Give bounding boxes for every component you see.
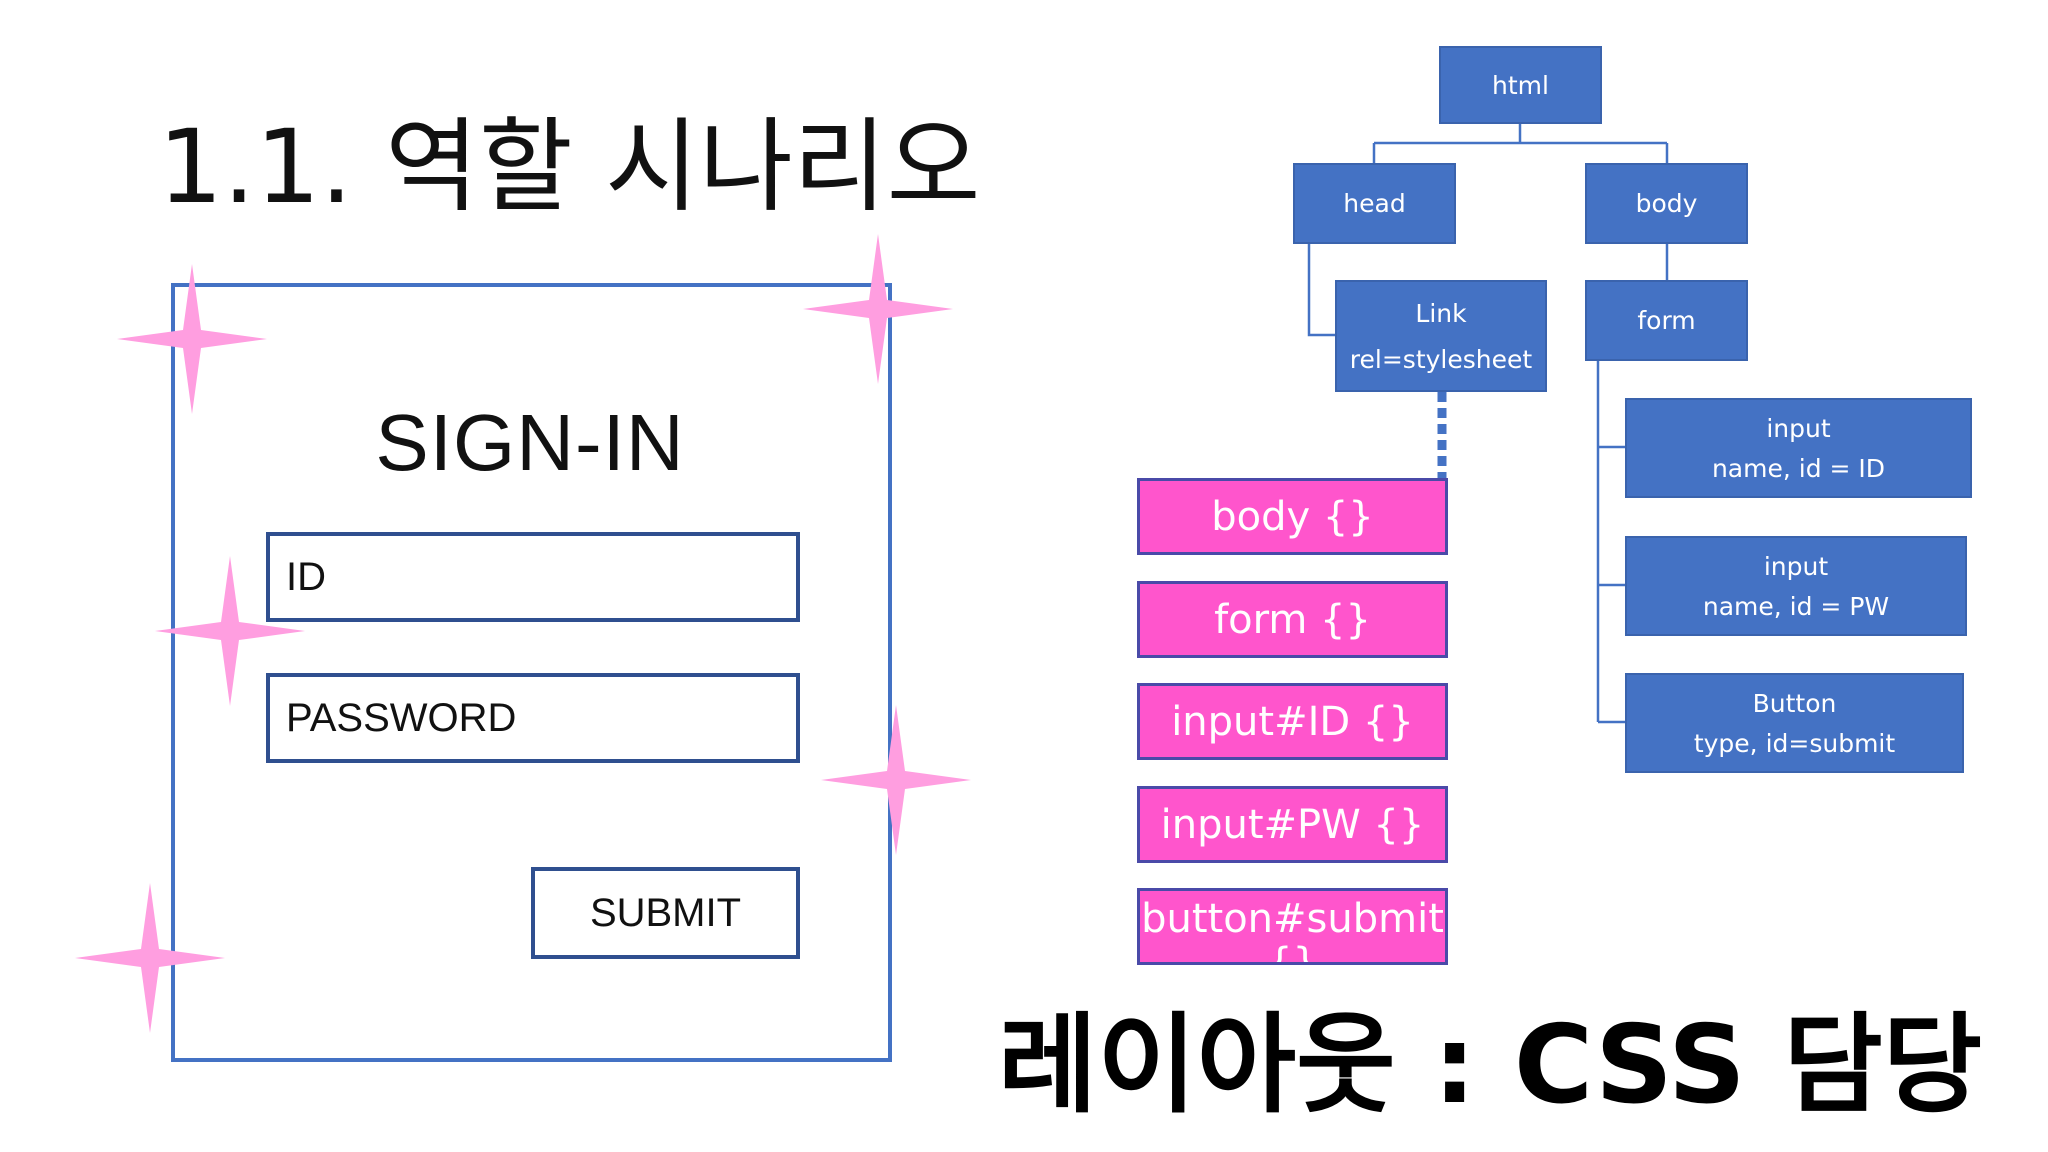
node-button-line2: type, id=submit xyxy=(1693,728,1896,758)
submit-button: SUBMIT xyxy=(531,867,800,959)
bottom-label: 레이아웃 : CSS 담당 xyxy=(998,1003,1983,1128)
css-rule-input-pw: input#PW {} xyxy=(1137,786,1448,863)
sparkle-icon xyxy=(155,556,305,706)
css-rule-form: form {} xyxy=(1137,581,1448,658)
node-link-line1: Link xyxy=(1415,298,1467,328)
id-field: ID xyxy=(266,532,800,622)
css-rule-body: body {} xyxy=(1137,478,1448,555)
node-html: html xyxy=(1439,46,1602,124)
node-button-line1: Button xyxy=(1752,688,1837,718)
node-input-pw: input name, id = PW xyxy=(1625,536,1967,636)
css-rule-button-line1: button#submit xyxy=(1141,896,1444,942)
node-input-id-line1: input xyxy=(1766,413,1831,443)
node-input-id-line2: name, id = ID xyxy=(1711,453,1886,483)
css-rule-button-line2: {} xyxy=(1267,940,1318,965)
signin-frame xyxy=(171,283,892,1062)
node-input-pw-line1: input xyxy=(1763,551,1829,581)
node-body: body xyxy=(1585,163,1748,244)
node-head: head xyxy=(1293,163,1456,244)
node-input-id: input name, id = ID xyxy=(1625,398,1972,498)
slide-title: 1.1. 역할 시나리오 xyxy=(158,108,981,227)
node-link: Link rel=stylesheet xyxy=(1335,280,1547,392)
sparkle-icon xyxy=(803,234,953,384)
node-button: Button type, id=submit xyxy=(1625,673,1964,773)
sparkle-icon xyxy=(821,705,971,855)
node-form: form xyxy=(1585,280,1748,361)
css-rule-input-id: input#ID {} xyxy=(1137,683,1448,760)
node-link-line2: rel=stylesheet xyxy=(1349,344,1533,374)
password-field: PASSWORD xyxy=(266,673,800,763)
signin-heading: SIGN-IN xyxy=(375,398,685,487)
sparkle-icon xyxy=(75,883,225,1033)
node-input-pw-line2: name, id = PW xyxy=(1702,591,1890,621)
sparkle-icon xyxy=(117,264,267,414)
css-rule-button-submit: button#submit {} xyxy=(1137,888,1448,965)
